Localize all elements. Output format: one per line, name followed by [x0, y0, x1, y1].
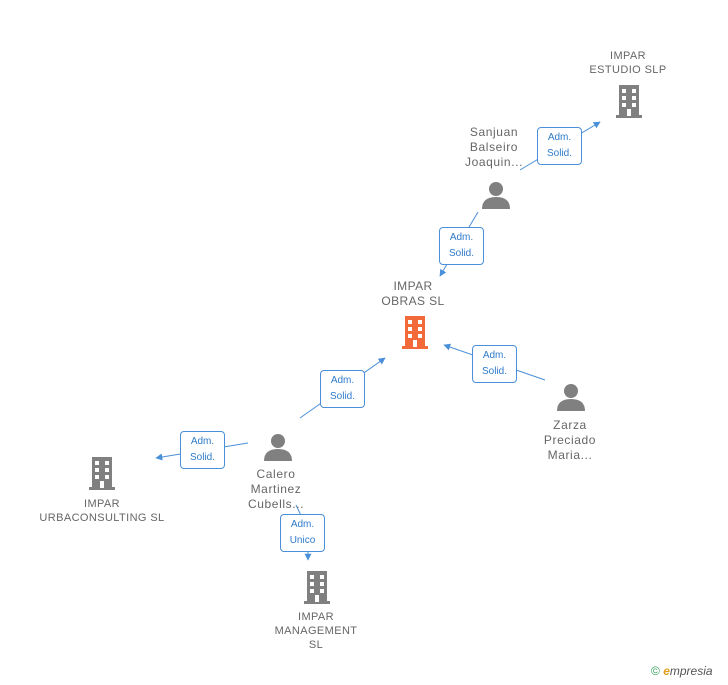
building-icon[interactable] — [398, 314, 432, 350]
node-label-impar-obras[interactable]: IMPAR OBRAS SL — [381, 279, 445, 308]
building-icon[interactable] — [85, 456, 119, 490]
node-label-impar-urbaconsulting[interactable]: IMPAR URBACONSULTING SL — [39, 498, 165, 524]
copyright-symbol: © — [651, 664, 660, 678]
brand-e: e — [663, 664, 670, 678]
edge-label-calero-management: Adm. Unico — [280, 514, 325, 552]
edge-label-calero-obras: Adm. Solid. — [320, 370, 365, 408]
edge-label-calero-urba: Adm. Solid. — [180, 431, 225, 469]
edge-label-sanjuan-obras: Adm. Solid. — [439, 227, 484, 265]
empresia-logo[interactable]: © empresia — [651, 664, 713, 678]
node-label-sanjuan[interactable]: Sanjuan Balseiro Joaquin... — [464, 125, 524, 169]
node-label-impar-estudio[interactable]: IMPAR ESTUDIO SLP — [589, 50, 667, 76]
building-icon[interactable] — [300, 570, 334, 604]
person-icon[interactable] — [481, 180, 511, 210]
edge-label-zarza-obras: Adm. Solid. — [472, 345, 517, 383]
node-label-zarza[interactable]: Zarza Preciado Maria... — [543, 418, 597, 462]
building-icon[interactable] — [612, 84, 646, 118]
edge-label-sanjuan-estudio: Adm. Solid. — [537, 127, 582, 165]
node-label-calero[interactable]: Calero Martinez Cubells... — [247, 467, 305, 511]
person-icon[interactable] — [263, 432, 293, 462]
node-label-impar-management[interactable]: IMPAR MANAGEMENT SL — [274, 611, 358, 651]
person-icon[interactable] — [556, 382, 586, 412]
brand-name: mpresia — [669, 664, 713, 678]
